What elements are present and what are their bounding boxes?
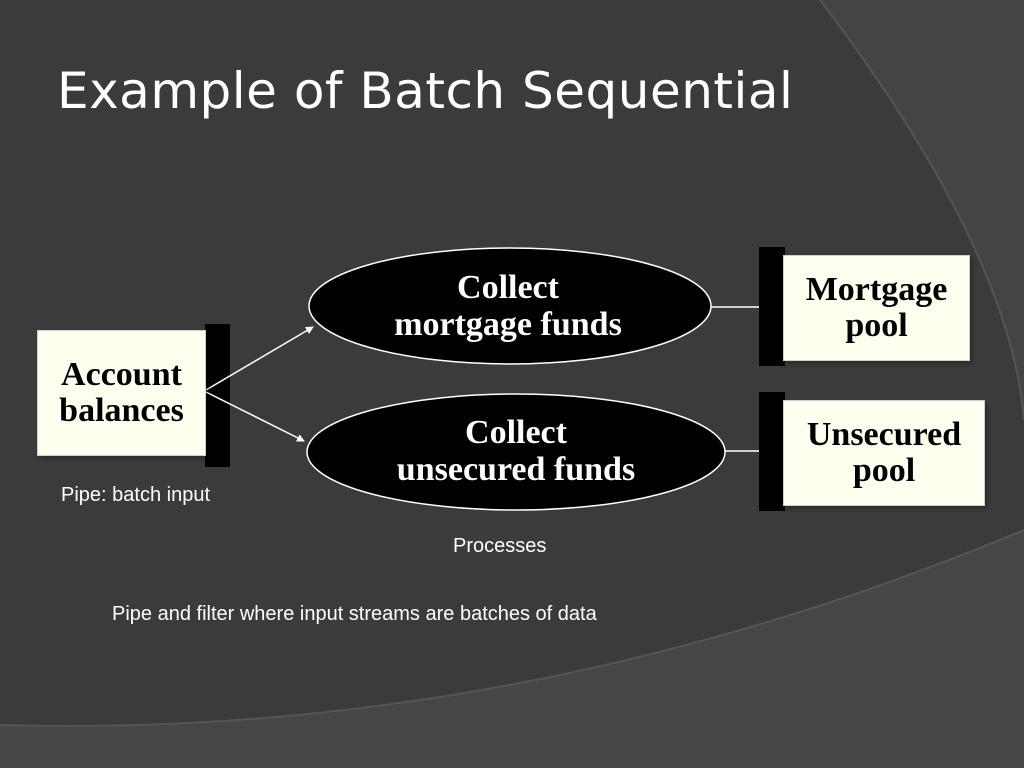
process-mortgage-ellipse <box>308 247 712 365</box>
input-line-1: Account <box>61 356 182 393</box>
mortgage-pipe-bar <box>759 247 785 366</box>
input-account-balances-box: Account balances <box>37 330 206 456</box>
process-unsecured-line-1: Collect <box>465 414 567 451</box>
process-mortgage-label: Collect mortgage funds <box>330 264 686 348</box>
pipe-caption: Pipe: batch input <box>61 484 210 506</box>
input-pipe-bar <box>205 324 230 467</box>
process-mortgage-line-2: mortgage funds <box>394 306 622 343</box>
processes-caption: Processes <box>453 535 547 557</box>
process-unsecured-label: Collect unsecured funds <box>330 409 702 493</box>
process-unsecured-line-2: unsecured funds <box>396 451 636 488</box>
output-unsecured-line-2: pool <box>852 452 916 489</box>
background-arc-bottom <box>0 530 1024 768</box>
output-unsecured-line-1: Unsecured <box>806 416 962 453</box>
unsecured-pipe-bar <box>759 392 785 511</box>
background-arc-right <box>820 0 1024 420</box>
output-mortgage-pool-box: Mortgage pool <box>783 255 970 361</box>
process-mortgage-line-1: Collect <box>457 269 559 306</box>
connector-input-to-unsecured <box>205 391 305 442</box>
output-mortgage-line-1: Mortgage <box>805 271 948 308</box>
connector-input-to-mortgage <box>205 326 314 391</box>
input-line-2: balances <box>59 392 184 429</box>
slide-title: Example of Batch Sequential <box>57 62 794 120</box>
output-unsecured-pool-box: Unsecured pool <box>783 400 985 506</box>
process-unsecured-ellipse <box>306 393 726 511</box>
background-curve-right <box>819 0 1024 421</box>
summary-caption: Pipe and filter where input streams are … <box>112 603 597 625</box>
background-curve-bottom <box>0 529 1024 727</box>
output-mortgage-line-2: pool <box>845 307 908 344</box>
